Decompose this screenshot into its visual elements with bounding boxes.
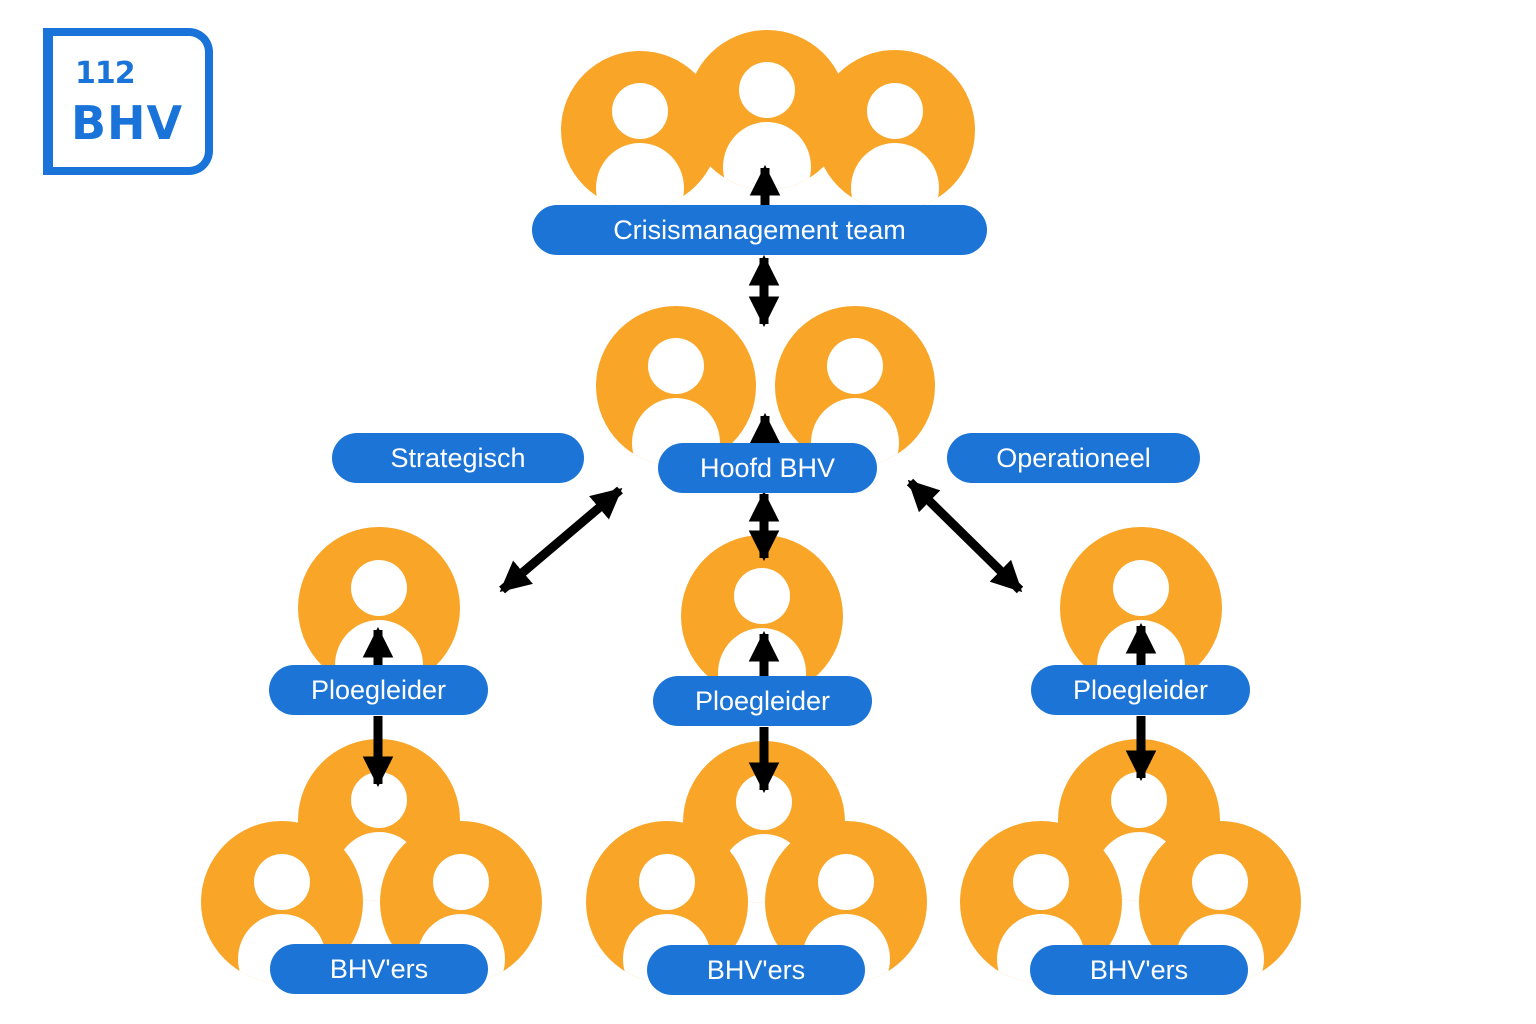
- label-bhvers-left: BHV'ers: [270, 944, 488, 994]
- logo-number: 112: [75, 56, 136, 91]
- arrow-hoofd-left: [499, 486, 623, 594]
- logo-text: BHV: [71, 96, 184, 150]
- label-operationeel: Operationeel: [947, 433, 1200, 483]
- label-ploegleider-center: Ploegleider: [653, 676, 872, 726]
- label-bhvers-center: BHV'ers: [647, 945, 865, 995]
- label-bhvers-right: BHV'ers: [1030, 945, 1248, 995]
- label-strategisch: Strategisch: [332, 433, 584, 483]
- person-icon: [561, 51, 719, 209]
- label-ploegleider-right: Ploegleider: [1031, 665, 1250, 715]
- logo-112-bhv: 112 BHV: [43, 28, 213, 175]
- person-icon: [815, 50, 975, 210]
- label-hoofd-bhv: Hoofd BHV: [658, 443, 877, 493]
- label-crisis-team: Crisismanagement team: [532, 205, 987, 255]
- arrow-hoofd-right: [906, 478, 1024, 594]
- bhvers-left-group: [201, 739, 542, 983]
- crisis-team-group: [561, 30, 975, 210]
- ploegleider-center-person: [681, 535, 843, 697]
- label-ploegleider-left: Ploegleider: [269, 665, 488, 715]
